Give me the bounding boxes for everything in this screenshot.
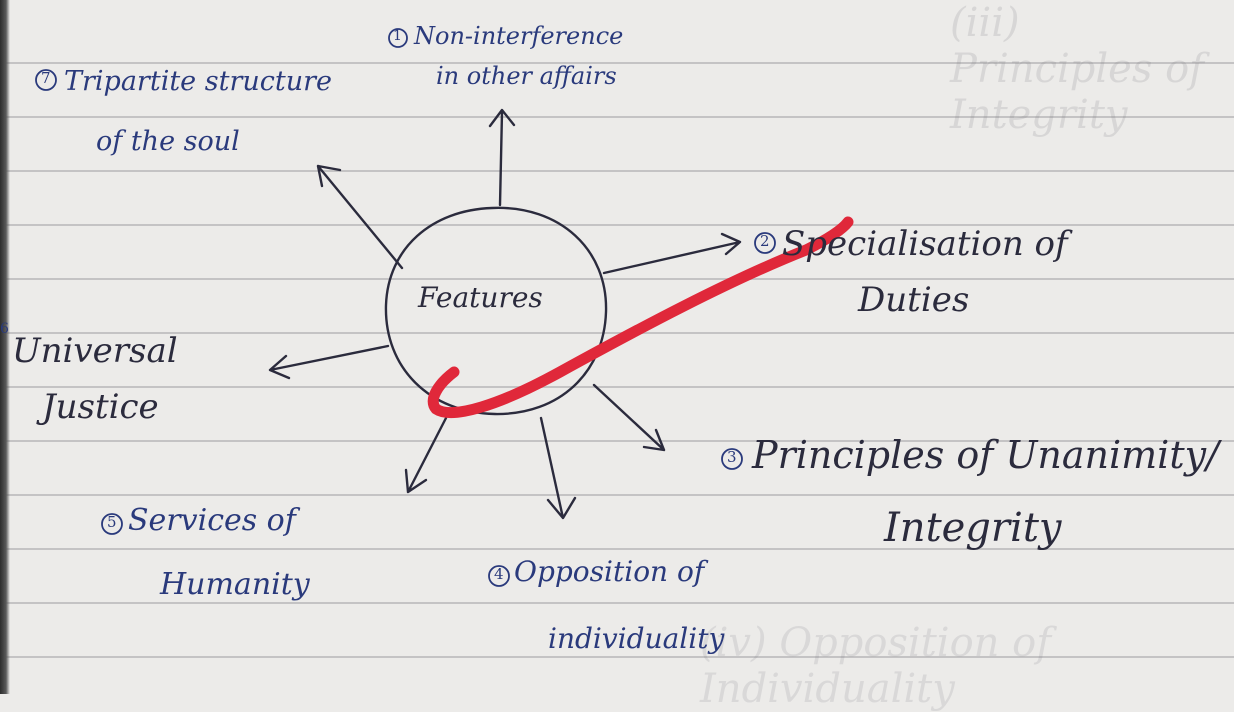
feature-6-line2: Justice [42, 387, 159, 427]
bleed-through-text-top: (iii) Principles of Integrity [950, 0, 1204, 138]
number-circle-5 [101, 513, 123, 535]
arrow-2-specialisation [602, 232, 742, 275]
feature-4-line1: Opposition of [514, 555, 705, 588]
feature-4-line2: individuality [548, 622, 725, 655]
red-checkmark [427, 216, 854, 418]
center-label: Features [418, 281, 543, 314]
feature-3-line1: Principles of Unanimity/ [752, 433, 1219, 477]
feature-number-2: 2 [760, 232, 770, 250]
arrow-4-opposition [539, 416, 577, 520]
arrow-3-principles [592, 383, 666, 452]
feature-2-line1: Specialisation of [782, 224, 1068, 264]
feature-number-5: 5 [107, 513, 117, 531]
number-circle-7 [35, 69, 57, 91]
arrow-6-universal-justice [268, 344, 390, 380]
number-circle-3 [721, 448, 743, 470]
feature-1-line2: in other affairs [436, 62, 617, 90]
feature-1-line1: Non-interference [414, 22, 624, 50]
arrow-7-tripartite [316, 164, 404, 270]
feature-number-6: 6 [0, 321, 9, 337]
feature-6-line1: Universal [12, 331, 178, 371]
feature-7-line2: of the soul [96, 126, 240, 157]
number-circle-1 [388, 28, 408, 48]
feature-number-4: 4 [494, 565, 504, 583]
number-circle-2 [754, 232, 776, 254]
feature-number-3: 3 [727, 448, 737, 466]
feature-5-line2: Humanity [160, 567, 310, 602]
number-circle-4 [488, 565, 510, 587]
feature-number-1: 1 [393, 28, 402, 44]
page-edge [0, 0, 10, 694]
arrow-1-non-interference [488, 108, 516, 207]
feature-number-7: 7 [41, 69, 51, 87]
feature-3-line2: Integrity [884, 505, 1062, 551]
feature-2-line2: Duties [858, 280, 970, 320]
feature-7-line1: Tripartite structure [64, 66, 332, 97]
mind-map-diagram [35, 28, 854, 587]
center-circle [384, 206, 608, 416]
arrow-5-services [404, 416, 448, 494]
feature-5-line1: Services of [128, 503, 296, 538]
